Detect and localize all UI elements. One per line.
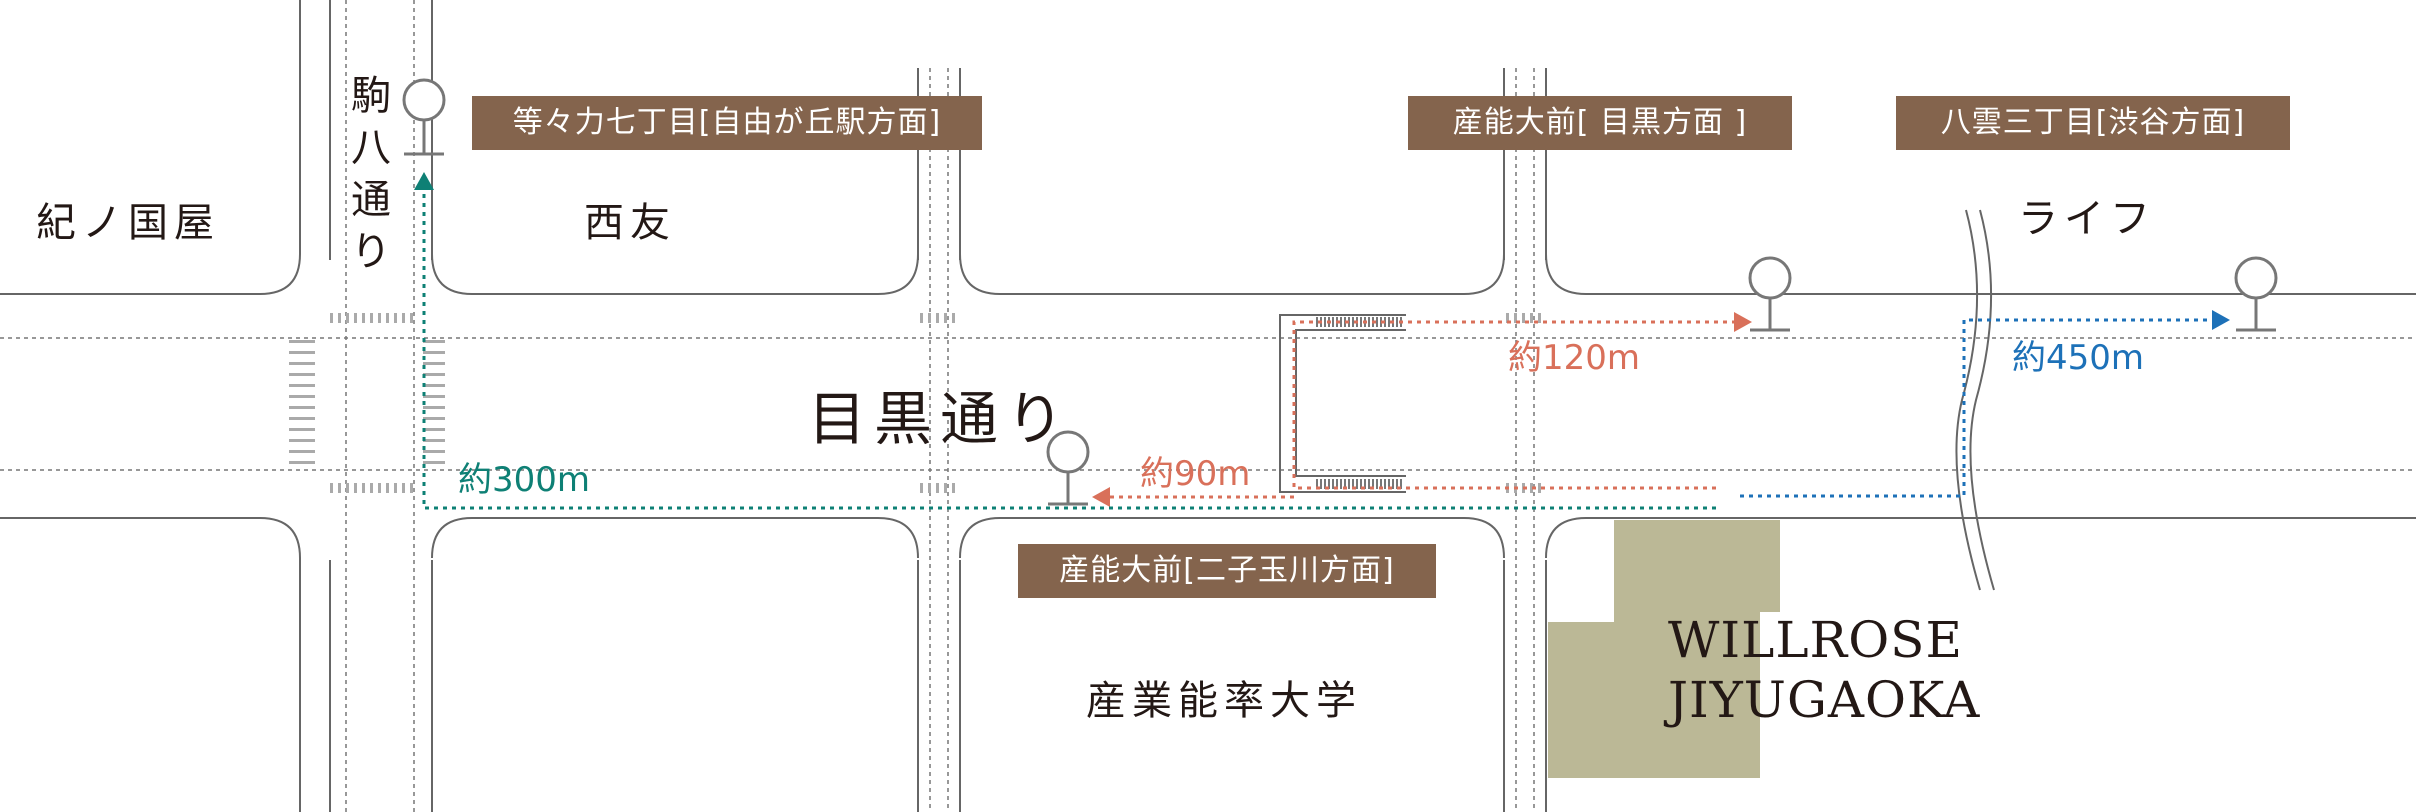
bus-stop-icon [402, 78, 2278, 506]
bus-stop-label-todoroki: 等々力七丁目[自由が丘駅方面] [472, 96, 982, 150]
route-orange-meguro [1292, 320, 1738, 490]
distance-label-meguro: 約120m [1508, 338, 1641, 378]
area-label-life: ライフ [2018, 196, 2156, 242]
route-blue-yakumo [1740, 318, 2214, 498]
arrow-head-futako [1092, 487, 1110, 507]
area-label-sanno-univ: 産業能率大学 [1086, 678, 1362, 724]
pedestrian-bridge-icon [1279, 314, 1406, 493]
crosswalk-icon [289, 313, 1546, 493]
road-label-meguro: 目黒通り [808, 385, 1073, 453]
area-label-nishitomo: 西友 [584, 200, 676, 246]
bus-stop-label-sannodai-meguro: 産能大前[ 目黒方面 ] [1408, 96, 1792, 150]
bus-stop-label-yakumo: 八雲三丁目[渋谷方面] [1896, 96, 2290, 150]
property-name-line1: WILLROSE [1668, 611, 1963, 669]
arrow-head-meguro [1734, 312, 1752, 332]
distance-label-futako: 約90m [1140, 454, 1251, 494]
arrow-head-todoroki [414, 172, 434, 190]
property-name: WILLROSE JIYUGAOKA [1668, 610, 1980, 730]
distance-label-yakumo: 約450m [2012, 338, 2145, 378]
river-lines [1955, 209, 1995, 591]
bus-stop-label-sannodai-futako: 産能大前[二子玉川方面] [1018, 544, 1436, 598]
area-label-kinokuniya: 紀ノ国屋 [36, 200, 220, 246]
property-site [1548, 520, 1780, 778]
distance-label-todoroki: 約300m [458, 460, 591, 500]
arrow-head-yakumo [2212, 310, 2230, 330]
route-teal-todoroki [422, 186, 1716, 510]
property-name-line2: JIYUGAOKA [1668, 671, 1981, 729]
road-label-komahachi: 駒八通り [351, 73, 391, 275]
